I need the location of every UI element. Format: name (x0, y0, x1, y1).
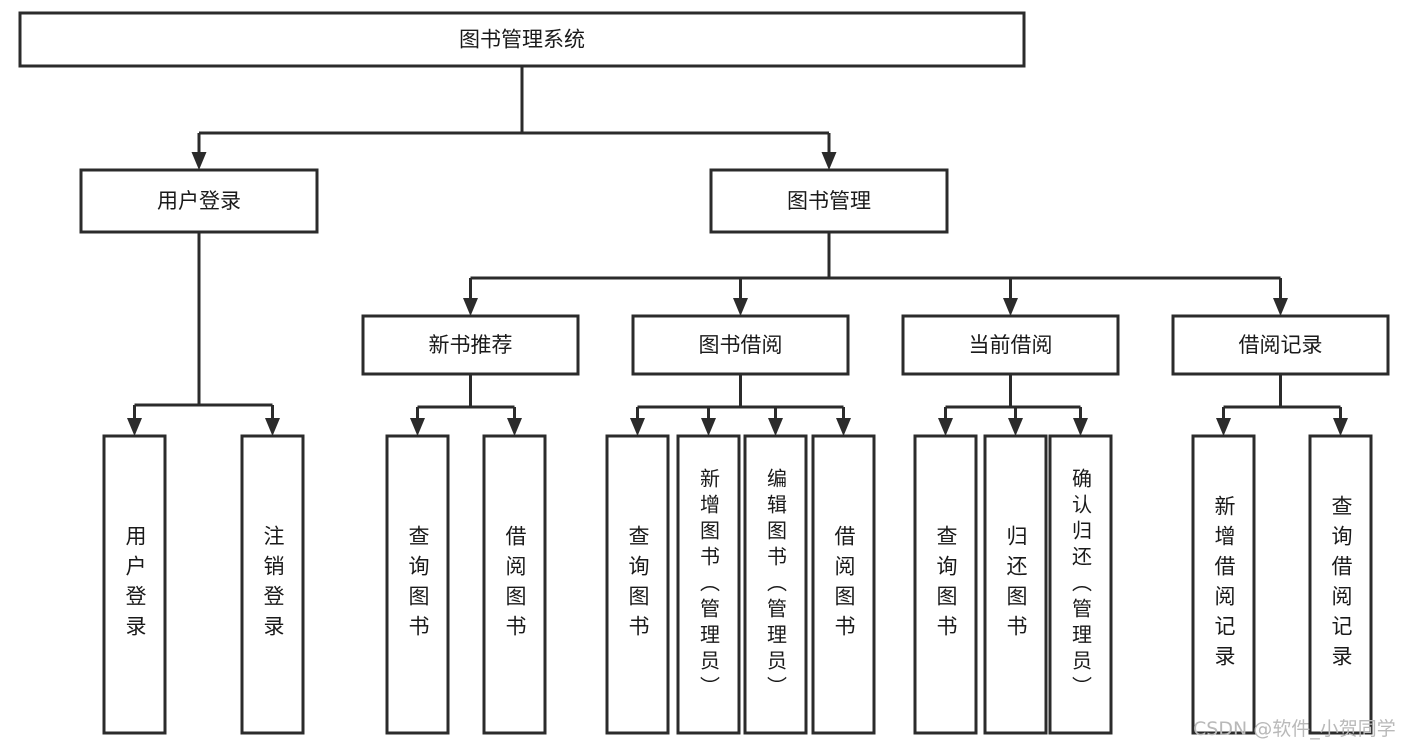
arrow-head-icon (127, 418, 142, 436)
node-label-l3-current-borrow: 当前借阅 (969, 333, 1053, 357)
node-label-l3-new-book-rec: 新书推荐 (429, 333, 513, 357)
arrow-head-icon (733, 298, 748, 316)
arrow-head-icon (1216, 418, 1231, 436)
node-box-leaf-return-book[interactable] (983, 434, 1048, 735)
node-box-l3-borrow-record[interactable] (1171, 314, 1390, 376)
node-box-l3-current-borrow[interactable] (901, 314, 1120, 376)
arrow-head-icon (265, 418, 280, 436)
node-box-leaf-add-record[interactable] (1191, 434, 1256, 735)
node-box-leaf-add-book-admin[interactable] (676, 434, 741, 735)
node-label-l2-user-login: 用户登录 (157, 189, 241, 213)
node-box-leaf-logout[interactable] (240, 434, 305, 735)
arrow-head-icon (1333, 418, 1348, 436)
node-box-leaf-query-book-2[interactable] (605, 434, 670, 735)
arrow-head-icon (1008, 418, 1023, 436)
arrow-head-icon (701, 418, 716, 436)
node-box-leaf-borrow-book-2[interactable] (811, 434, 876, 735)
edges-layer (127, 66, 1348, 436)
node-box-leaf-user-login[interactable] (102, 434, 167, 735)
arrow-head-icon (821, 152, 837, 170)
node-label-root: 图书管理系统 (459, 28, 585, 52)
node-box-l3-new-book-rec[interactable] (361, 314, 580, 376)
node-label-l2-book-manage: 图书管理 (787, 189, 871, 213)
boxes-layer (18, 11, 1390, 735)
arrow-head-icon (1273, 298, 1288, 316)
arrow-head-icon (410, 418, 425, 436)
arrow-head-icon (630, 418, 645, 436)
arrow-head-icon (768, 418, 783, 436)
node-box-l2-book-manage[interactable] (709, 168, 949, 234)
node-box-l3-book-borrow[interactable] (631, 314, 850, 376)
arrow-head-icon (1003, 298, 1018, 316)
node-box-leaf-borrow-book-1[interactable] (482, 434, 547, 735)
node-box-leaf-query-record[interactable] (1308, 434, 1373, 735)
arrow-head-icon (507, 418, 522, 436)
csdn-watermark: CSDN @软件_小贺同学 (1193, 718, 1396, 740)
arrow-head-icon (463, 298, 478, 316)
node-label-l3-borrow-record: 借阅记录 (1239, 333, 1323, 357)
arrow-head-icon (191, 152, 207, 170)
node-box-root[interactable] (18, 11, 1026, 68)
node-box-leaf-query-book-3[interactable] (913, 434, 978, 735)
node-box-leaf-confirm-return-admin[interactable] (1048, 434, 1113, 735)
arrow-head-icon (836, 418, 851, 436)
node-box-l2-user-login[interactable] (79, 168, 319, 234)
arrow-head-icon (1073, 418, 1088, 436)
node-box-leaf-query-book-1[interactable] (385, 434, 450, 735)
node-label-l3-book-borrow: 图书借阅 (699, 333, 783, 357)
arrow-head-icon (938, 418, 953, 436)
node-box-leaf-edit-book-admin[interactable] (743, 434, 808, 735)
